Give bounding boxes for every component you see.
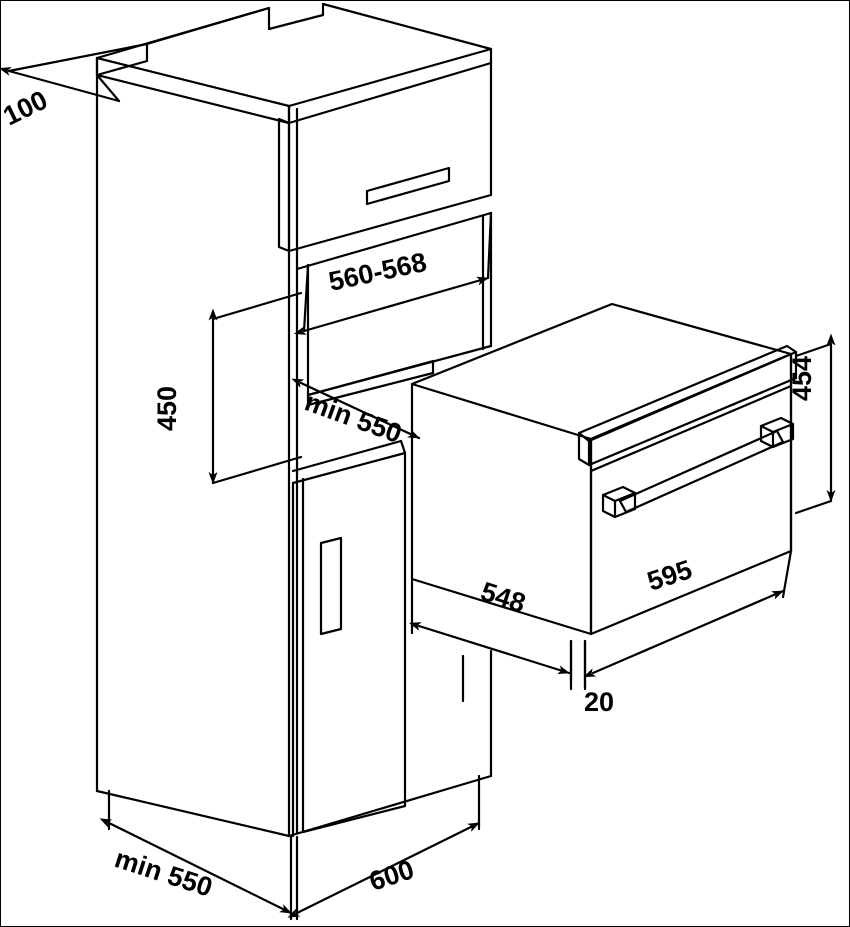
dim-label-600: 600 <box>366 854 418 896</box>
dim-100 <box>1 42 149 103</box>
dim-label-560-568: 560-568 <box>326 247 429 297</box>
cabinet-bottom-left <box>95 789 291 838</box>
drawer-handle-slot <box>365 166 451 206</box>
dim-min-550-niche <box>291 378 421 440</box>
cabinet-top-plate <box>95 2 493 125</box>
dim-label-20: 20 <box>584 687 614 717</box>
dim-560-568 <box>293 211 493 335</box>
dimension-labels: 100 560-568 450 min 550 454 548 595 20 m… <box>1 85 817 903</box>
upper-drawer <box>277 61 493 253</box>
dim-label-548: 548 <box>477 576 529 618</box>
dim-450 <box>208 291 303 485</box>
cabinet-column <box>95 2 493 838</box>
lower-door <box>291 439 407 838</box>
oven-top-face <box>410 302 793 441</box>
dim-label-450: 450 <box>152 386 182 431</box>
oven-door-seam <box>589 384 793 473</box>
dim-label-595: 595 <box>644 554 696 596</box>
dim-600 <box>287 774 481 921</box>
door-handle-slot <box>319 536 343 636</box>
dim-label-454: 454 <box>787 356 817 401</box>
dim-label-100: 100 <box>1 85 52 132</box>
dim-label-min-550-niche: min 550 <box>301 386 406 449</box>
oven-door-trim <box>577 344 798 467</box>
dim-label-min-550-cabinet: min 550 <box>111 843 216 903</box>
oven-unit <box>410 302 798 636</box>
oven-handle <box>601 416 795 519</box>
dim-20 <box>461 639 587 703</box>
dim-454 <box>794 333 836 515</box>
